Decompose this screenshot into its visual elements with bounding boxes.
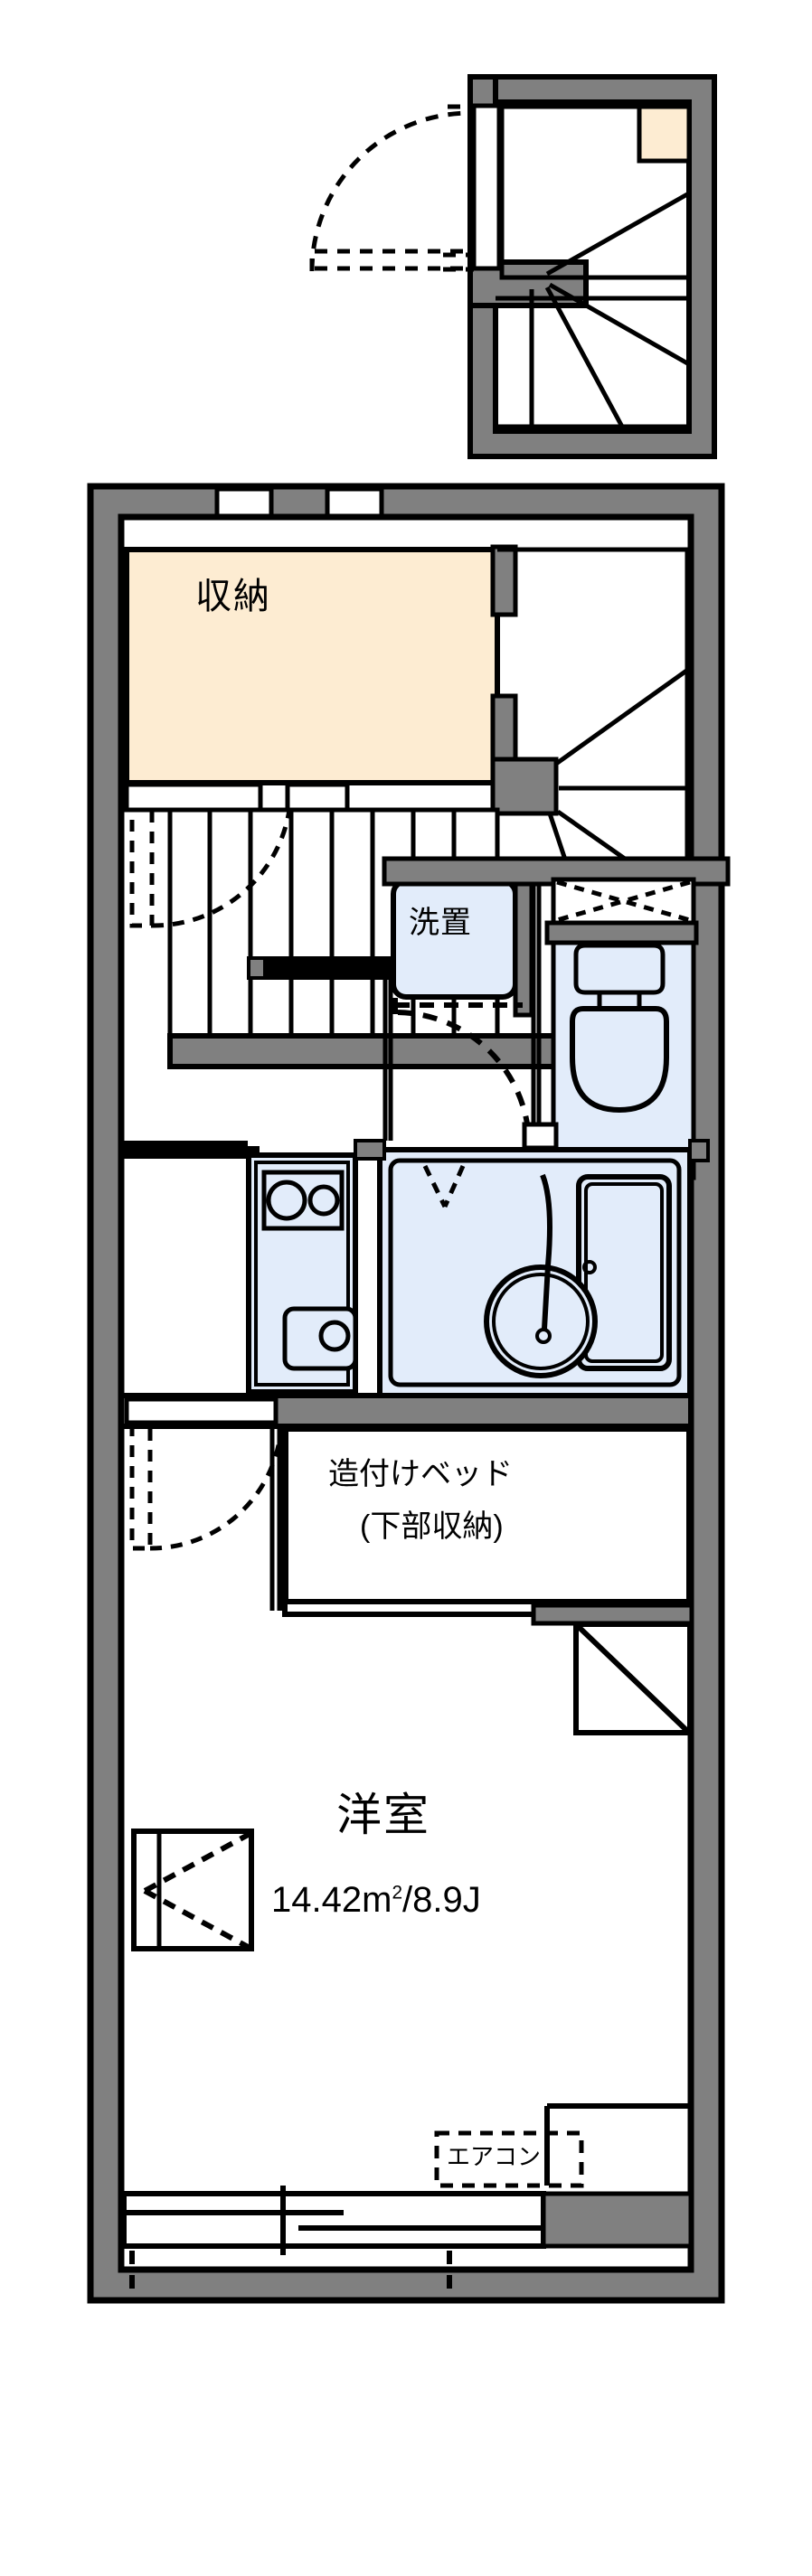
recess-outline <box>544 2103 690 2186</box>
upper-entrance-door-leaf <box>315 249 470 271</box>
room-area-value: 14.42 <box>271 1880 363 1920</box>
upper-door-jamb <box>471 103 502 271</box>
upper-wall-break-marks <box>443 104 474 272</box>
bed-left-jamb <box>269 1426 282 1611</box>
room-area-jo: /8.9J <box>402 1880 481 1920</box>
upper-entrance-door-swing <box>309 110 471 272</box>
washer-label: 洗置 <box>409 906 472 940</box>
toilet-door-fold-marks <box>556 879 691 923</box>
air-conditioner-label: エアコン <box>447 2143 542 2170</box>
closet-partition-top <box>490 544 518 617</box>
main-outer-wall <box>87 483 725 2304</box>
toilet-door-panel <box>551 877 696 926</box>
bath-vent-fitting <box>522 1122 559 1151</box>
bottom-right-recess <box>544 2103 690 2186</box>
side-window-left-frame <box>131 1829 254 1951</box>
closet-door-panel-right <box>285 782 350 813</box>
stair-newel-block <box>490 757 559 816</box>
closet-door-symbols <box>124 782 350 813</box>
washroom-door-arc <box>397 1010 532 1142</box>
north-window-right <box>325 486 384 519</box>
entrance-door-panel <box>124 1396 279 1425</box>
shower-head-mark <box>422 1164 466 1208</box>
closet-door-swing <box>129 807 292 928</box>
balcony-window-wall-right <box>541 2191 694 2249</box>
upper-level-plan <box>309 74 717 459</box>
toilet-room <box>544 877 699 1180</box>
side-window-right-diagonal <box>576 1624 690 1734</box>
north-window-left <box>214 486 274 519</box>
bathtub-inner <box>584 1182 664 1363</box>
unit-bath <box>377 1122 693 1398</box>
upper-stair-treads <box>529 192 691 428</box>
bed-foot-wall <box>531 1603 694 1626</box>
kitchen-drain <box>318 1320 351 1352</box>
balcony-sill-marks <box>129 2251 452 2300</box>
kitchen-unit <box>240 1146 358 1395</box>
side-window-left <box>131 1829 254 1951</box>
room-name-label: 洋室 <box>336 1790 430 1840</box>
entrance-door-swing <box>129 1424 284 1551</box>
washroom-door-frame <box>382 884 542 1141</box>
stove-burner-small <box>307 1184 340 1217</box>
shower-riser <box>540 1173 552 1330</box>
room-area-unit: m <box>362 1880 392 1920</box>
washroom-door <box>392 998 532 1142</box>
side-window-right <box>573 1622 693 1735</box>
storage-closet-area <box>124 547 500 785</box>
corridor-wall-stub <box>247 956 267 980</box>
air-conditioner-marker <box>434 2130 584 2188</box>
toilet-door-header-wall <box>544 920 699 945</box>
closet-door-arc <box>151 809 292 928</box>
toilet-bowl <box>570 1006 669 1114</box>
bath-header-wall <box>354 1139 386 1161</box>
room-area-superscript: 2 <box>392 1882 403 1904</box>
main-level-plan <box>87 483 731 2304</box>
upper-stair-box <box>496 296 692 429</box>
entrance-door-arc <box>149 1425 284 1551</box>
kitchen-header-wall <box>121 1141 248 1159</box>
washroom-right-partition <box>513 881 534 1018</box>
storage-label: 収納 <box>195 577 271 616</box>
corridor-wall-left <box>251 956 391 980</box>
room-area-label: 14.42m2/8.9J <box>271 1882 481 1918</box>
closet-door-leaf <box>129 807 155 928</box>
bath-wash-basin-inner <box>492 1273 590 1370</box>
north-windows <box>214 486 384 519</box>
stove-burner-large <box>266 1180 307 1221</box>
bath-corner-wall <box>688 1139 710 1162</box>
bathtub-drain <box>582 1260 597 1274</box>
balcony-window-frame <box>121 2191 546 2249</box>
entrance-door-leaf <box>129 1424 153 1551</box>
basin-drain <box>535 1328 552 1344</box>
balcony-window <box>121 2186 694 2300</box>
toilet-cistern <box>573 943 666 995</box>
upper-closet-corner <box>637 104 692 164</box>
built-in-bed-label-line2: (下部収納) <box>360 1509 504 1544</box>
closet-door-panel-left <box>124 782 263 813</box>
built-in-bed-label-line1: 造付けベッド <box>328 1457 513 1491</box>
